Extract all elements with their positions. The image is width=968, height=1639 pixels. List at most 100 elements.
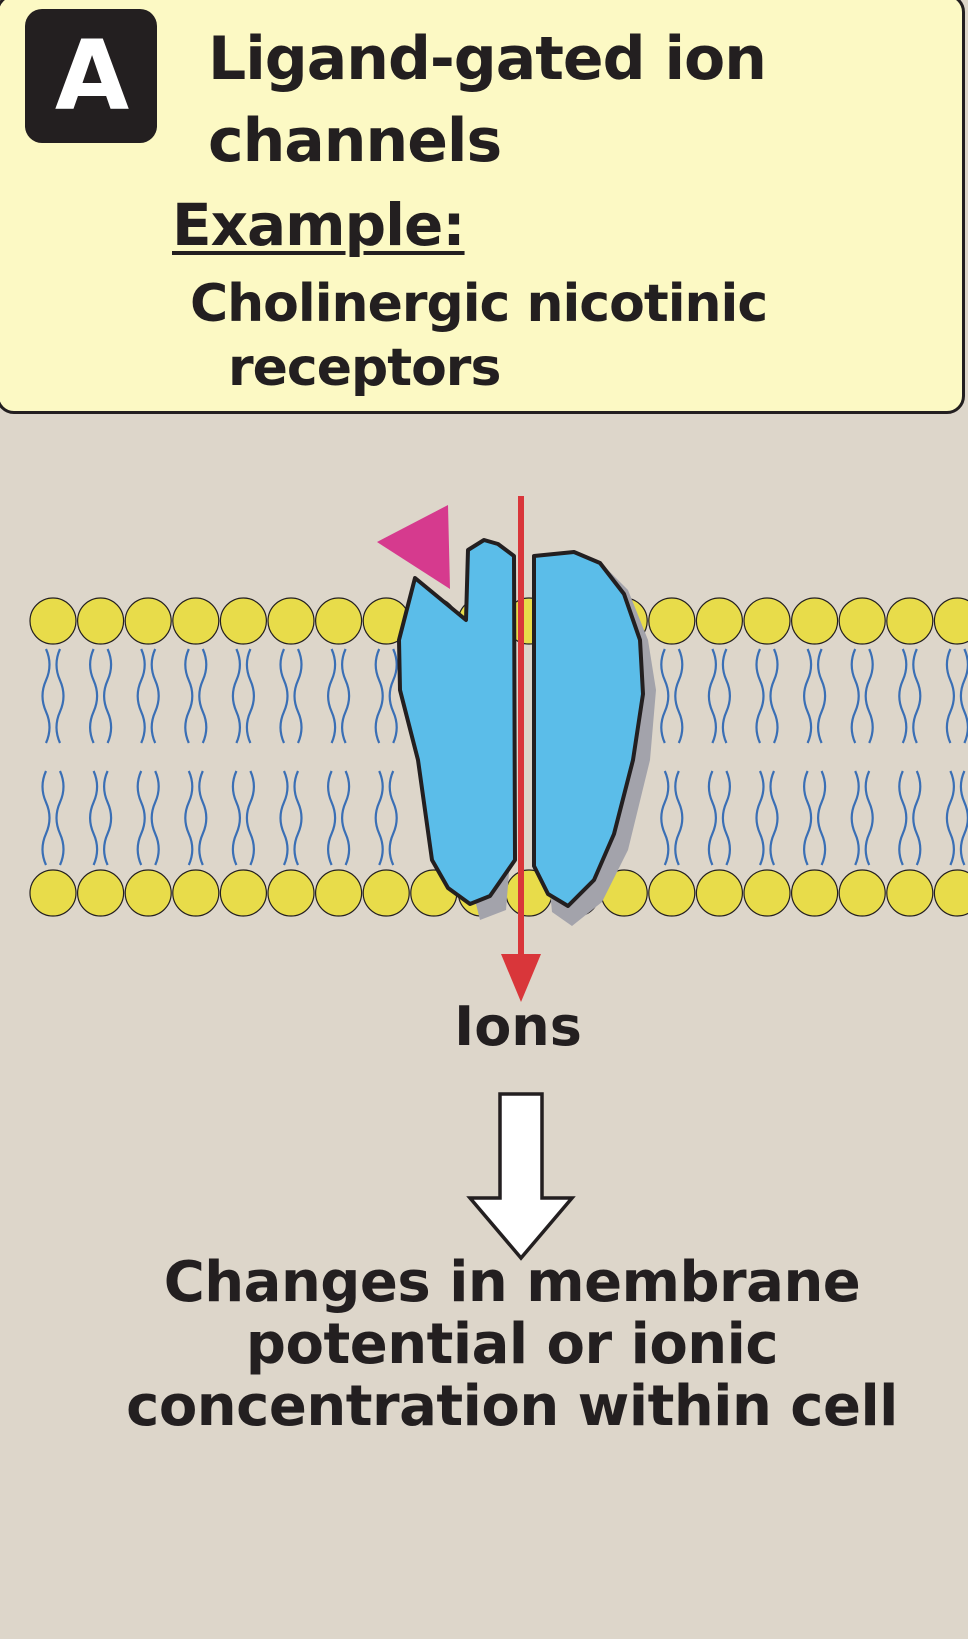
lipid-head [267, 597, 315, 645]
lipid-head [790, 869, 839, 917]
lipid-tail [388, 648, 398, 744]
membrane-diagram [29, 496, 968, 1261]
lipid-tail [198, 648, 208, 744]
lipid-tail [912, 648, 922, 744]
lipid-tail [55, 648, 65, 744]
lipid-tail [898, 648, 908, 744]
lipid-head [886, 597, 934, 645]
lipid-tail [136, 770, 146, 866]
lipid-head [648, 869, 696, 917]
lipid-tail [245, 648, 255, 744]
lipid-tail [103, 770, 113, 866]
lipid-tail [245, 770, 255, 866]
lipid-tail [864, 770, 874, 866]
lipid-tail [374, 648, 384, 744]
lipid-head [838, 597, 886, 645]
lipid-tail [912, 770, 922, 866]
lipid-tail [674, 770, 684, 866]
receptor-name-line1: Cholinergic nicotinic [190, 274, 768, 334]
lipid-tail [769, 770, 779, 866]
lipid-head [695, 869, 744, 917]
lipid-head [315, 597, 363, 645]
ligand-triangle [377, 505, 450, 589]
lipid-tail [850, 648, 860, 744]
panel-title-line2: channels [208, 106, 502, 176]
lipid-tail [674, 648, 684, 744]
lipid-tail [41, 770, 51, 866]
lipid-head [76, 597, 125, 645]
lipid-tail [327, 648, 337, 744]
result-text: Changes in membrane potential or ionic c… [0, 1252, 968, 1438]
lipid-tails [41, 648, 968, 866]
lipid-tail [803, 648, 813, 744]
lipid-tail [959, 770, 968, 866]
lipid-head [124, 869, 172, 917]
lipid-tail [388, 770, 398, 866]
ion-channel-left-subunit [397, 538, 517, 906]
lipid-tail [89, 770, 99, 866]
lipid-tail [755, 770, 765, 866]
receptor-name-line2: receptors [228, 338, 501, 398]
result-text-line2: potential or ionic [245, 1312, 779, 1377]
lipid-head [886, 869, 934, 917]
lipid-tail [850, 770, 860, 866]
lipid-tail [184, 648, 194, 744]
lipid-tail [959, 648, 968, 744]
lipid-head [219, 597, 267, 645]
lipid-tail [755, 648, 765, 744]
lipid-tail [327, 770, 337, 866]
lipid-tail [341, 648, 351, 744]
lipid-head [172, 869, 220, 917]
lipid-head [933, 597, 968, 645]
header-panel: A [0, 0, 965, 414]
lipid-tail [341, 770, 351, 866]
lipid-tail [817, 648, 827, 744]
lipid-head [648, 597, 696, 645]
lipid-tail [803, 770, 813, 866]
lipid-head [838, 869, 886, 917]
lipid-tail [945, 770, 955, 866]
lipid-head [790, 597, 839, 645]
panel-badge: A [25, 9, 157, 143]
receptor-name: Cholinergic nicotinic receptors [190, 272, 768, 400]
lipid-tail [293, 648, 303, 744]
panel-title: Ligand-gated ion channels [208, 18, 767, 182]
lipid-tail [103, 648, 113, 744]
lipid-tail [945, 648, 955, 744]
result-text-line1: Changes in membrane [163, 1250, 861, 1315]
lipid-tail [864, 648, 874, 744]
lipid-tail [817, 770, 827, 866]
lipid-tail [293, 770, 303, 866]
panel-title-line1: Ligand-gated ion [208, 24, 767, 94]
lipid-tail [707, 648, 717, 744]
lipid-head [172, 597, 220, 645]
lipid-head [695, 597, 744, 645]
lipid-head [29, 597, 77, 645]
lipid-head [362, 869, 410, 917]
ion-flow-arrow-head [501, 954, 541, 1002]
lipid-tail [660, 648, 670, 744]
lipid-tail [279, 770, 289, 866]
lipid-head [743, 597, 791, 645]
lipid-tail [231, 648, 241, 744]
lipid-tail [198, 770, 208, 866]
lipid-tail [707, 770, 717, 866]
lipid-head [933, 869, 968, 917]
lipid-tail [721, 770, 731, 866]
lipid-head [76, 869, 125, 917]
lipid-head [124, 597, 172, 645]
lipid-tail [769, 648, 779, 744]
lipid-tail [898, 770, 908, 866]
lipid-head [219, 869, 267, 917]
lipid-tail [55, 770, 65, 866]
lipid-tail [660, 770, 670, 866]
lipid-tail [136, 648, 146, 744]
lipid-tail [721, 648, 731, 744]
lipid-tail [89, 648, 99, 744]
ions-label: Ions [454, 995, 582, 1058]
lipid-tail [41, 648, 51, 744]
lipid-tail [231, 770, 241, 866]
lipid-head [315, 869, 363, 917]
result-arrow-icon [466, 1092, 576, 1261]
lipid-head [29, 869, 77, 917]
